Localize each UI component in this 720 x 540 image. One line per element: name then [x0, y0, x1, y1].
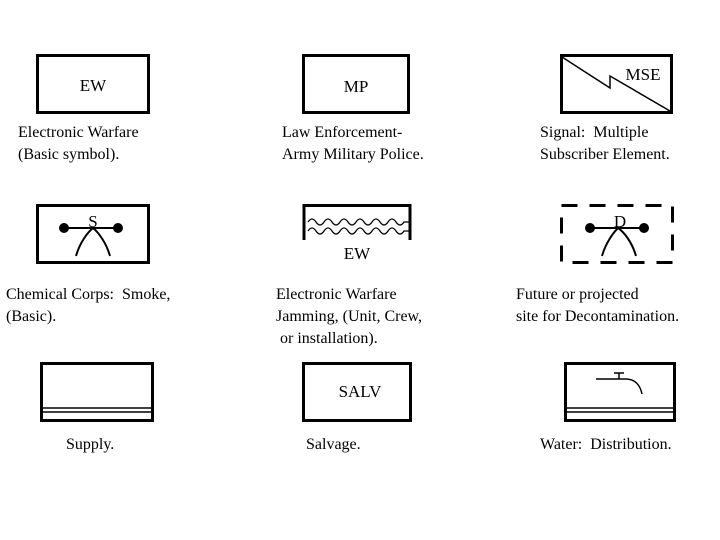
symbol-abbreviation: D	[614, 212, 626, 231]
symbol-electronic-warfare: EW	[36, 54, 150, 114]
dot-icon	[639, 223, 649, 233]
dot-icon	[585, 223, 595, 233]
symbol-signal-mse: MSE	[560, 54, 673, 114]
unit-frame	[302, 362, 412, 422]
symbol-abbreviation: EW	[80, 76, 107, 95]
frame-partial	[302, 204, 412, 240]
unit-frame	[40, 362, 154, 422]
symbol-abbreviation: MP	[344, 77, 369, 96]
symbol-abbreviation: EW	[344, 244, 371, 263]
jamming-wave-icon	[307, 218, 410, 235]
symbol-water-distribution	[564, 362, 676, 422]
symbol-caption: Salvage.	[306, 436, 361, 453]
symbol-caption: Chemical Corps: Smoke,(Basic).	[6, 286, 171, 325]
symbol-abbreviation: MSE	[626, 65, 661, 84]
dot-icon	[59, 223, 69, 233]
symbol-abbreviation: S	[88, 212, 97, 231]
symbol-caption: Supply.	[66, 436, 115, 453]
signal-zigzag-icon	[561, 56, 671, 112]
symbol-future-decontamination: D	[560, 204, 674, 264]
dot-icon	[113, 223, 123, 233]
chemical-retort-icon	[590, 227, 644, 257]
symbol-military-police: MP	[302, 54, 410, 114]
water-faucet-icon	[596, 372, 643, 395]
chemical-retort-icon	[64, 227, 118, 257]
symbol-ew-jamming: EW	[300, 204, 414, 268]
symbol-chemical-smoke: S	[36, 204, 150, 264]
symbol-caption: Water: Distribution.	[540, 436, 672, 453]
symbol-caption: Law Enforcement-Army Military Police.	[282, 124, 424, 163]
symbol-salvage: SALV	[302, 362, 412, 422]
unit-frame	[36, 54, 150, 114]
symbol-supply	[40, 362, 154, 422]
unit-frame	[36, 204, 150, 264]
unit-frame	[564, 362, 676, 422]
symbol-abbreviation: SALV	[339, 382, 383, 401]
unit-frame	[302, 54, 410, 114]
unit-frame	[560, 54, 673, 114]
symbol-caption: Electronic Warfare(Basic symbol).	[18, 124, 139, 163]
